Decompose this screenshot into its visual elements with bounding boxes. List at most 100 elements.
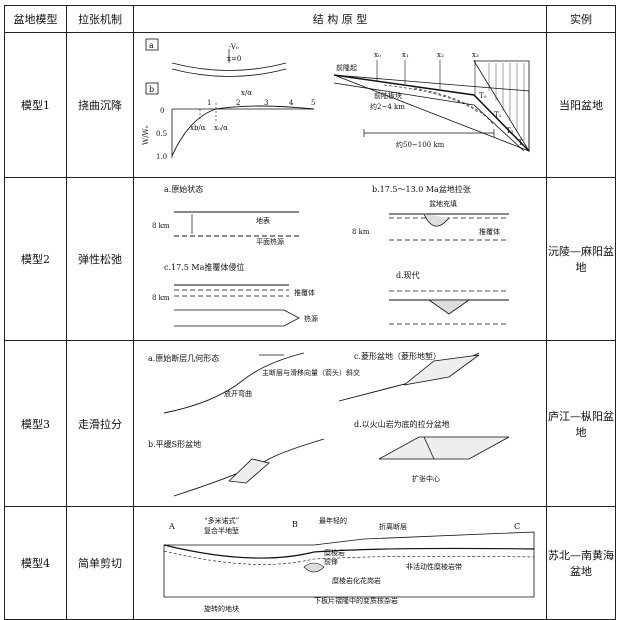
isochron-line (383, 84, 480, 114)
model-cell: 模型2 (4, 177, 67, 341)
rotated-block-label: 旋转的地块 (204, 604, 239, 613)
panel-b-title: b.17.5～13.0 Ma盆地拉张 (372, 184, 471, 194)
time-label: T₁ (494, 111, 502, 119)
foreland-bulge-label: 前隆起 (336, 63, 357, 72)
thrust-label: 推覆体 (294, 288, 315, 297)
model-cell: 模型3 (4, 340, 67, 507)
panel-a-title: a.原始状态 (164, 184, 203, 194)
panel-a-box (145, 38, 159, 51)
panel-b-box (145, 82, 159, 95)
marker-A: A (168, 522, 175, 531)
youngest-label: 最年轻的 (319, 516, 347, 525)
y-tick: 1.0 (156, 153, 167, 161)
section-outline (163, 531, 535, 598)
granite-label: 糜棱岩化花岗岩 (332, 576, 381, 585)
mylonite-front-label: 糜棱岩 (324, 548, 345, 557)
detachment-label: 折离断层 (379, 522, 407, 531)
x-position-arrows (376, 60, 476, 95)
x-position: x₃ (472, 51, 479, 59)
depth-label: 8 km (152, 222, 170, 230)
thrust-wedge (473, 60, 530, 153)
depth-label: 8 km (352, 228, 370, 236)
table-row: 模型3 走滑拉分 a.原始断层几何形态 主断层与滑移向量（箭头）斜交 放开弯曲 … (4, 340, 616, 507)
example-cell: 庐江—枞阳盆地 (546, 340, 616, 507)
x-position: x₁ (402, 51, 409, 59)
fault-line (173, 438, 325, 497)
s-basin (228, 458, 270, 484)
header-mechanism: 拉张机制 (66, 5, 134, 33)
v0-label: -V₀ (229, 43, 239, 51)
basin-model-table: 盆地模型 拉张机制 结 构 原 型 实例 模型1 挠曲沉降 a -V₀ x=0 … (4, 5, 616, 620)
example-cell: 沅陵—麻阳盆地 (546, 177, 616, 341)
plate-curve-bottom (171, 68, 287, 77)
header-model: 盆地模型 (4, 5, 67, 33)
spreading-center-label: 扩张中心 (412, 474, 440, 483)
fault-note: 主断层与滑移向量（箭头）斜交 (262, 368, 360, 377)
x0-label: x₀/α (214, 124, 228, 132)
model-cell: 模型4 (4, 506, 67, 620)
x-position: x₂ (437, 51, 444, 59)
example-cell: 苏北—南黄海盆地 (546, 506, 616, 620)
header-structure: 结 构 原 型 (133, 5, 547, 33)
panel-a-title: a.原始断层几何形态 (148, 353, 219, 363)
detachment-fault (163, 544, 535, 559)
model2-diagram: a.原始状态 8 km 地表 平面热源 b.17.5～13.0 Ma盆地拉张 8… (152, 184, 509, 327)
panel-d-title: d.以火山岩为底的拉分盆地 (354, 419, 450, 429)
time-label: T₂ (506, 127, 514, 135)
bend-label: 放开弯曲 (224, 389, 252, 398)
granite-body (303, 562, 325, 573)
panel-c-title: c.菱形盆地（菱形地堑） (354, 351, 441, 361)
heat-label: 热源 (304, 314, 318, 323)
heat-source-label: 平面热源 (256, 237, 284, 246)
x-tick-labels: 1 2 3 4 5 (207, 99, 315, 107)
basin-fill-label: 盆地充填 (429, 199, 457, 208)
domino-label: “多米诺式” (204, 516, 240, 525)
foreland-section: 前隆起 前陆板块 约2~4 km 约50~100 km x₀ x₁ x₂ x₃ (333, 51, 530, 153)
xb-label: xb/α (190, 124, 206, 132)
panel-d-title: d.现代 (396, 270, 420, 280)
panel-c-title: c.17.5 Ma推覆体侵位 (164, 262, 244, 272)
width-label: 约50~100 km (396, 140, 445, 149)
mechanism-cell: 弹性松弛 (66, 177, 134, 341)
x-tick: 3 (264, 99, 268, 107)
basin-fill (423, 213, 450, 227)
x-position: x₀ (374, 51, 381, 59)
time-label: T (518, 139, 523, 147)
surface-label: 地表 (256, 216, 270, 225)
x0-label: x=0 (227, 55, 241, 63)
model3-diagram: a.原始断层几何形态 主断层与滑移向量（箭头）斜交 放开弯曲 b.平缓S形盆地 … (148, 351, 510, 497)
model1-diagram: a -V₀ x=0 b x/α 1 2 3 4 5 0 (142, 38, 530, 161)
mylonite-front-label-2: 前锋 (324, 557, 338, 566)
diagram-cell-model1: a -V₀ x=0 b x/α 1 2 3 4 5 0 (133, 32, 547, 178)
time-label: T₀ (479, 92, 487, 100)
y-axis-label: W/W₀ (142, 125, 150, 145)
mylonite-zone-label: 非活动性糜棱岩带 (406, 562, 462, 571)
isochron-line (413, 87, 495, 126)
volcanic-basin (378, 436, 510, 460)
thickness-label: 约2~4 km (370, 102, 405, 111)
fault-line (163, 352, 305, 414)
rhomb-basin (403, 354, 480, 386)
table-row: 模型1 挠曲沉降 a -V₀ x=0 b x/α 1 2 (4, 32, 616, 178)
marker-B: B (292, 520, 298, 529)
panel-b-title: b.平缓S形盆地 (148, 439, 201, 449)
diagram-cell-model2: a.原始状态 8 km 地表 平面热源 b.17.5～13.0 Ma盆地拉张 8… (133, 177, 547, 341)
mechanism-cell: 挠曲沉降 (66, 32, 134, 178)
plate-top (333, 74, 530, 152)
y-tick: 0 (160, 107, 164, 115)
model-cell: 模型1 (4, 32, 67, 178)
xaxis-label: x/α (241, 89, 252, 97)
mechanism-cell: 简单剪切 (66, 506, 134, 620)
table-header: 盆地模型 拉张机制 结 构 原 型 实例 (4, 5, 616, 33)
y-tick: 0.5 (156, 130, 167, 138)
x-tick: 2 (236, 99, 240, 107)
thrust-label: 推覆体 (479, 227, 500, 236)
core-complex-label: 下板片褶隆中的变质核杂岩 (314, 596, 398, 605)
plate-label: 前陆板块 (374, 91, 402, 100)
marker-C: C (514, 522, 520, 531)
wedge-hatching (488, 63, 525, 141)
header-example: 实例 (546, 5, 616, 33)
basin-fill (427, 299, 471, 315)
table-row: 模型2 弹性松弛 a.原始状态 8 km 地表 平面热源 b.17.5～13.0… (4, 177, 616, 341)
